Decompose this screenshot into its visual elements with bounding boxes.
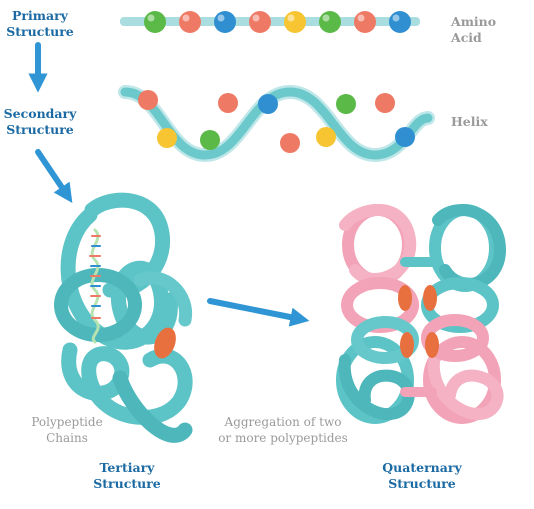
amino-acid-bead-icon [258, 94, 278, 114]
polypeptide-label-line1: Polypeptide [31, 415, 103, 429]
polypeptide-label-line2: Chains [46, 431, 88, 445]
amino-acid-bead-icon [280, 133, 300, 153]
amino-acid-bead-icon [284, 11, 306, 33]
amino-acid-bead-icon [138, 90, 158, 110]
aggregation-label: Aggregation of two or more polypeptides [208, 414, 358, 446]
quaternary-structure-label: Quaternary Structure [372, 460, 472, 492]
arrow-icon [207, 298, 310, 327]
arrow-icon [35, 149, 73, 203]
primary-structure-label: Primary Structure [4, 8, 76, 40]
amino-acid-chain [120, 11, 420, 33]
helix-ribbon [118, 84, 435, 163]
primary-label-line1: Primary [12, 8, 68, 23]
aggregation-label-line1: Aggregation of two [224, 415, 342, 429]
secondary-structure-label: Secondary Structure [0, 106, 80, 138]
quaternary-label-line1: Quaternary [382, 460, 462, 475]
tertiary-protein [54, 192, 193, 443]
aggregation-label-line2: or more polypeptides [218, 431, 348, 445]
amino-acid-label: Amino Acid [451, 14, 497, 45]
amino-acid-bead-icon [316, 127, 336, 147]
amino-acid-bead-icon [144, 11, 166, 33]
quaternary-label-line2: Structure [388, 476, 456, 491]
amino-acid-bead-icon [214, 11, 236, 33]
amino-acid-bead-icon [389, 11, 411, 33]
amino-acid-bead-icon [354, 11, 376, 33]
amino-acid-bead-icon [218, 93, 238, 113]
helix-label: Helix [451, 114, 488, 129]
quaternary-protein [336, 203, 507, 424]
amino-acid-bead-icon [200, 130, 220, 150]
tertiary-label-line2: Structure [93, 476, 161, 491]
amino-acid-bead-icon [395, 127, 415, 147]
amino-acid-bead-icon [179, 11, 201, 33]
amino-acid-bead-icon [249, 11, 271, 33]
amino-acid-bead-icon [375, 93, 395, 113]
polypeptide-chains-label: Polypeptide Chains [22, 414, 112, 446]
primary-label-line2: Structure [6, 24, 74, 39]
secondary-label-line1: Secondary [3, 106, 77, 121]
amino-acid-bead-icon [319, 11, 341, 33]
tertiary-label-line1: Tertiary [99, 460, 155, 475]
secondary-label-line2: Structure [6, 122, 74, 137]
amino-acid-bead-icon [336, 94, 356, 114]
amino-acid-bead-icon [157, 128, 177, 148]
tertiary-structure-label: Tertiary Structure [82, 460, 172, 492]
